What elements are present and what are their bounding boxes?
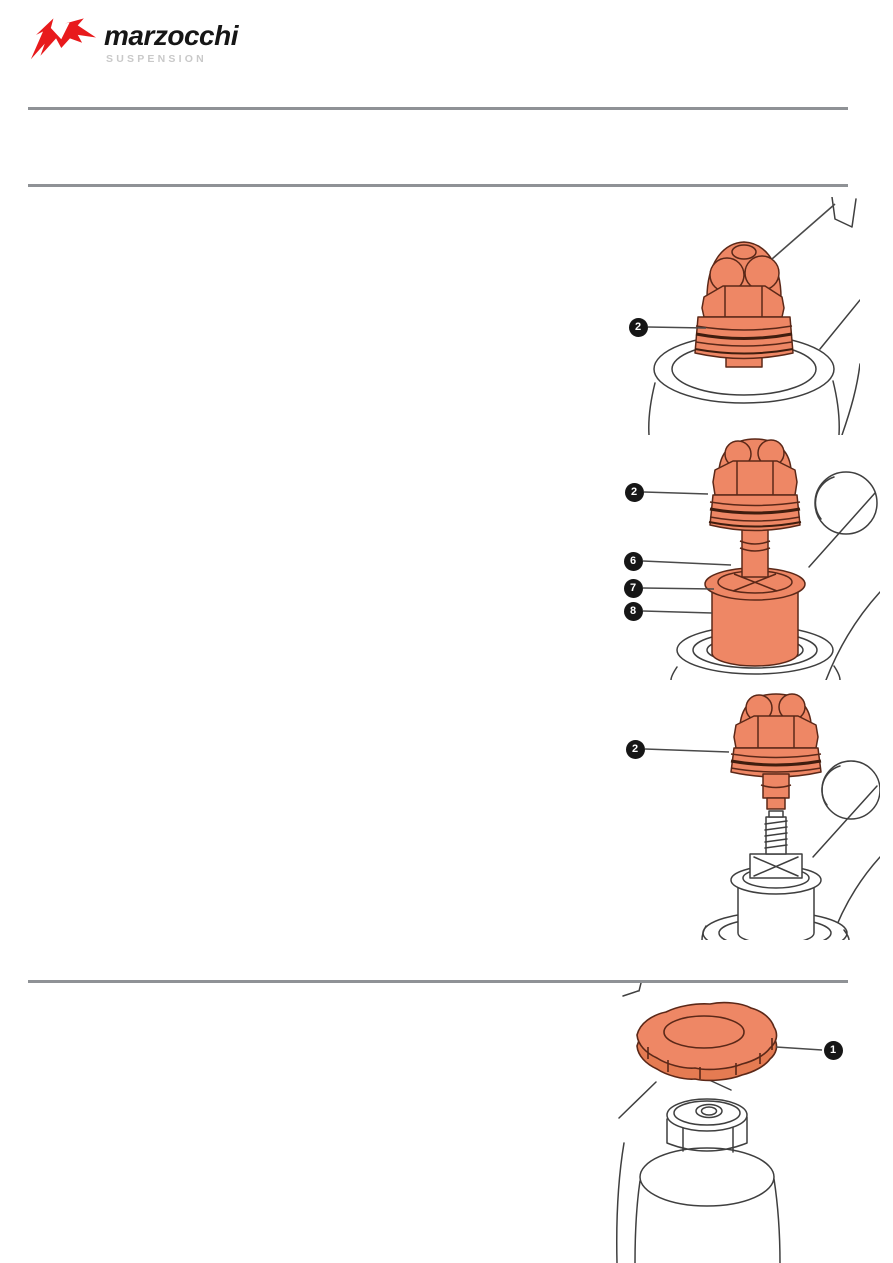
fork-cap-installed-drawing [647,197,860,435]
cap-pumping-element-drawing [642,438,880,680]
fork-cap-part [708,438,802,532]
fork-cap-part [730,693,822,810]
divider-top-1 [28,107,848,110]
crown-and-cartridge-lineart [701,760,880,940]
divider-top-2 [28,184,848,187]
marzocchi-logo: marzocchi SUSPENSION [30,16,239,66]
callout-badge-7: 7 [623,578,643,598]
brand-tagline: SUSPENSION [106,53,207,65]
callout-badge-2: 2 [624,482,644,502]
figure-adjuster-knob: 1 [590,983,865,1263]
fork-leg-lineart [616,983,781,1263]
leader-lines [642,491,732,614]
leader-lines [644,748,730,753]
callout-badge-1: 1 [823,1040,843,1060]
figure-cap-pumping-element: 2 6 7 8 [613,437,880,680]
leader-lines [647,203,836,329]
logo-text: marzocchi SUSPENSION [104,20,239,66]
divider-section [28,980,848,983]
brand-name: marzocchi [104,20,239,51]
pumping-element-part [704,522,806,667]
marzocchi-m-logo-icon [30,18,96,60]
fork-cap-part [694,241,794,368]
adjuster-knob-part [636,1001,778,1082]
callout-badge-8: 8 [623,601,643,621]
figure-fork-cap-installed: 2 [613,197,860,435]
adjuster-knob-drawing [616,983,823,1263]
leader-lines [775,1046,823,1051]
callout-badge-2: 2 [625,739,645,759]
cap-above-rod-drawing [644,693,880,940]
callout-badge-6: 6 [623,551,643,571]
callout-badge-2: 2 [628,317,648,337]
figure-cap-above-rod: 2 [613,690,880,940]
